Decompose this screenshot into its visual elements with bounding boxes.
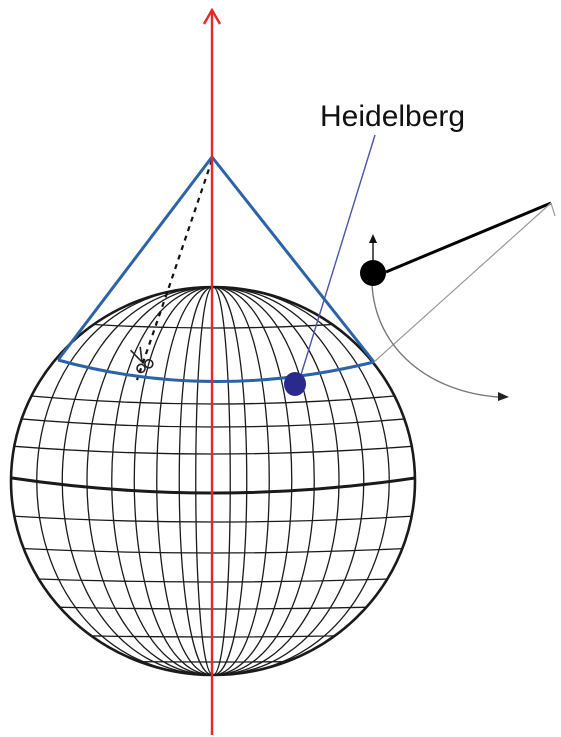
heidelberg-pointer-line [299, 134, 376, 379]
guide-line-1 [373, 202, 552, 363]
axis-arrowhead [202, 7, 222, 25]
pendulum [360, 201, 556, 401]
cone-right-edge [210, 156, 376, 363]
heidelberg-latitude-circle [57, 358, 375, 383]
equator [11, 476, 415, 495]
trajectory-arrowhead [498, 392, 509, 401]
pendulum-bob [360, 260, 386, 286]
guide-line-2 [550, 202, 556, 217]
rotation-axis [202, 7, 222, 735]
scissors-icon [129, 346, 154, 374]
pendulum-trajectory [371, 284, 499, 398]
cut-line [135, 159, 214, 381]
heidelberg-marker [284, 372, 306, 396]
heidelberg-label: Heidelberg [320, 100, 465, 133]
up-arrowhead [369, 234, 377, 243]
meridians [36, 287, 390, 675]
pendulum-string [385, 201, 552, 274]
cone-left-edge [56, 156, 214, 361]
